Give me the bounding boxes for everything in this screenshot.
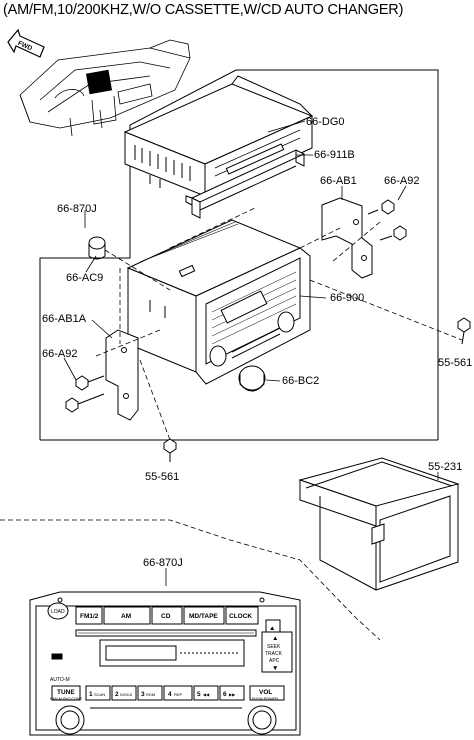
auto-m-label: AUTO-M xyxy=(50,677,70,683)
vol-knob xyxy=(247,705,277,735)
load-label: LOAD xyxy=(51,609,65,615)
preset-1-label: 1 xyxy=(89,691,93,698)
preset-6-label: 6 xyxy=(223,691,227,698)
eject-button: ▲ xyxy=(265,619,281,633)
preset-row xyxy=(51,685,285,701)
button-mdtape-label: MD/TAPE xyxy=(189,613,218,620)
callout-55-561-bottom: 55-561 xyxy=(145,471,179,483)
fwd-arrow-icon: FWD xyxy=(7,28,45,58)
button-am-label: AM xyxy=(121,613,131,620)
preset-5-label: 5 xyxy=(197,691,201,698)
tune-label: TUNE xyxy=(57,689,75,696)
pocket-55-231 xyxy=(298,457,460,591)
assembly-frame xyxy=(39,69,439,441)
knob-bc2 xyxy=(238,365,266,392)
seek-track-rocker: ▲ SEEK TRACK APC ▼ xyxy=(261,631,293,673)
screw-a92-left-2 xyxy=(65,393,105,413)
apc-label: APC xyxy=(269,658,280,664)
callout-66-870j-top: 66-870J xyxy=(57,203,97,215)
bracket-ab1a xyxy=(105,329,139,421)
top-button-row xyxy=(75,606,259,625)
callout-66-ac9: 66-AC9 xyxy=(66,272,103,284)
callout-66-870j-bottom: 66-870J xyxy=(143,557,183,569)
load-button: LOAD xyxy=(47,602,69,620)
callout-66-911b: 66-911B xyxy=(314,149,355,161)
screw-a92-left-1 xyxy=(75,375,105,391)
callout-66-a92-left: 66-A92 xyxy=(42,348,77,360)
button-fm12-label: FM1/2 xyxy=(80,613,99,620)
preset-4-label: 4 xyxy=(168,691,172,698)
preset-3-sub: RDM xyxy=(146,692,155,697)
seek-label: SEEK xyxy=(267,644,281,650)
page-title: (AM/FM,10/200KHZ,W/O CASSETTE,W/CD AUTO … xyxy=(3,2,404,18)
seek-up-icon: ▲ xyxy=(272,635,278,642)
callout-66-900: 66-900 xyxy=(330,292,364,304)
callout-labels: 66-DG0 66-911B 66-870J 66-AB1 66-A92 66-… xyxy=(42,116,472,569)
track-label: TRACK xyxy=(265,651,283,657)
seek-down-icon: ▼ xyxy=(272,665,278,672)
preset-6-sub: ▶▶ xyxy=(229,692,236,697)
indicator xyxy=(51,653,63,660)
callout-66-dg0: 66-DG0 xyxy=(306,116,345,128)
assembly-guide-lines xyxy=(0,207,463,641)
screw-561-right xyxy=(457,317,471,345)
leader-lines xyxy=(63,120,439,586)
tune-sub-label: PAN AUDIO CONT xyxy=(50,697,83,701)
preset-4-sub: REP xyxy=(174,692,183,697)
preset-2-label: 2 xyxy=(115,691,119,698)
dashboard-vignette xyxy=(19,39,191,137)
eject-icon: ▲ xyxy=(269,625,275,632)
preset-2-sub: DISCA xyxy=(120,692,133,697)
callout-55-561-right: 55-561 xyxy=(438,357,472,369)
bracket-911b xyxy=(185,149,306,219)
preset-3-label: 3 xyxy=(141,691,145,698)
preset-1-sub: SCAN xyxy=(94,692,105,697)
button-cd-label: CD xyxy=(161,613,171,620)
callout-66-bc2: 66-BC2 xyxy=(282,375,319,387)
screw-561-bottom xyxy=(163,438,177,462)
callout-66-a92-right: 66-A92 xyxy=(384,175,419,187)
screw-a92-right-1 xyxy=(367,199,395,215)
callout-66-ab1: 66-AB1 xyxy=(320,175,357,187)
vol-label: VOL xyxy=(259,689,272,696)
callout-55-231: 55-231 xyxy=(428,461,462,473)
radio-main-unit xyxy=(126,219,311,385)
tune-knob xyxy=(55,705,85,735)
faceplate-front-view: FM1/2 AM CD MD/TAPE CLOCK LOAD ▲ xyxy=(29,591,301,736)
knob-ac9 xyxy=(88,236,106,260)
screw-a92-right-2 xyxy=(379,225,407,241)
display-window xyxy=(99,639,245,667)
callout-66-ab1a: 66-AB1A xyxy=(42,313,87,325)
vol-sub-label: PUSH POWER xyxy=(252,697,278,701)
bracket-ab1 xyxy=(321,197,373,279)
cd-changer-unit xyxy=(123,75,314,197)
button-clock-label: CLOCK xyxy=(229,613,252,620)
preset-5-sub: ◀◀ xyxy=(203,692,210,697)
